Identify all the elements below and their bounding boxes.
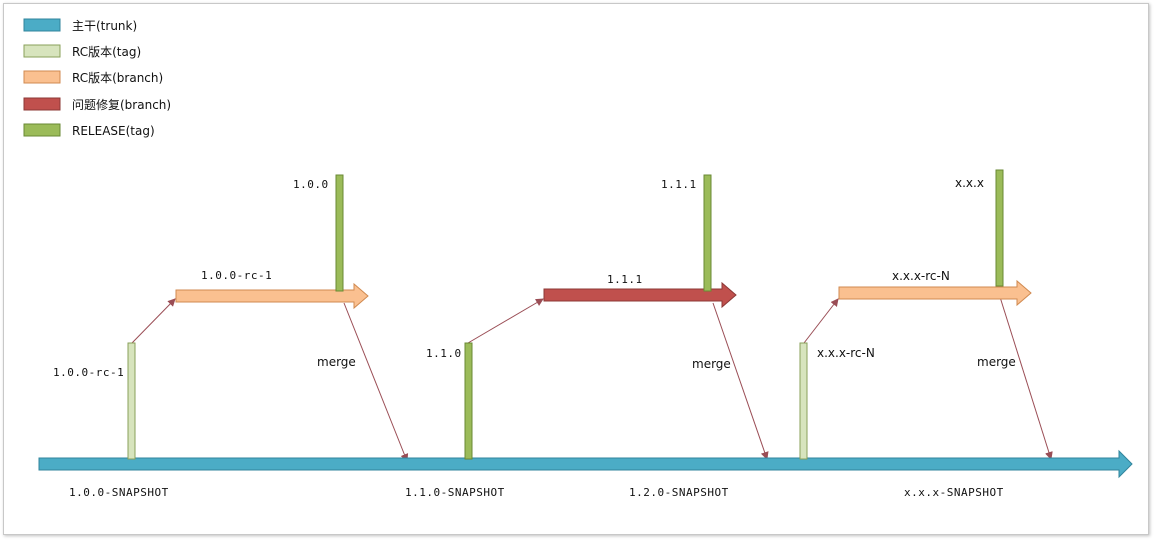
branch-label-1-1-1: 1.1.1 (607, 273, 643, 286)
release-tag-bar-x-x-x (995, 169, 1004, 287)
trunk-arrow (38, 449, 1133, 479)
merge-label-3: merge (977, 355, 1016, 369)
connector-rc1-to-branch1 (131, 298, 176, 344)
legend-label-rc-tag: RC版本(tag) (72, 45, 141, 59)
trunk-label-1-2-0-snapshot: 1.2.0-SNAPSHOT (629, 486, 729, 499)
tag-label-1-1-0: 1.1.0 (426, 347, 462, 360)
merge-label-1: merge (317, 355, 356, 369)
legend-swatch-trunk (23, 18, 61, 32)
branch-label-x-x-x-rc-n: x.x.x-rc-N (892, 269, 950, 283)
legend-swatch-fix-branch (23, 97, 61, 111)
connector-tag110-to-branch2 (467, 298, 544, 344)
merge-label-2: merge (692, 357, 731, 371)
release-tag-bar-1-0-0 (335, 174, 344, 292)
tag-label-1-0-0: 1.0.0 (293, 178, 329, 191)
branch-label-1-0-0-rc-1: 1.0.0-rc-1 (201, 269, 272, 282)
rc-tag-bar-x-x-x-rc-n (799, 342, 808, 460)
legend-swatch-rc-tag (23, 44, 61, 58)
legend: 主干(trunk) RC版本(tag) RC版本(branch) 问题修复(br… (23, 18, 171, 138)
branch-arrow-x-x-x-rc-n (838, 279, 1032, 307)
release-tag-bar-1-1-1 (703, 174, 712, 292)
merge-arrow-3 (999, 296, 1053, 460)
tag-label-1-0-0-rc-1: 1.0.0-rc-1 (53, 366, 124, 379)
release-tag-bar-1-1-0 (464, 342, 473, 460)
connectors (131, 296, 1053, 462)
tag-label-x-x-x: x.x.x (955, 176, 984, 190)
connector-rcN-to-branch3 (803, 298, 839, 344)
trunk-label-x-x-x-snapshot: x.x.x-SNAPSHOT (904, 486, 1004, 499)
trunk-label-1-0-0-snapshot: 1.0.0-SNAPSHOT (69, 486, 169, 499)
diagram-frame (3, 3, 1149, 535)
legend-label-trunk: 主干(trunk) (72, 19, 137, 33)
legend-label-rc-branch: RC版本(branch) (72, 71, 163, 85)
tag-label-1-1-1: 1.1.1 (661, 178, 697, 191)
legend-label-release-tag: RELEASE(tag) (72, 124, 155, 138)
merge-arrow-1 (343, 302, 409, 462)
legend-label-fix-branch: 问题修复(branch) (72, 97, 171, 112)
branch-arrow-1-1-1 (543, 281, 737, 309)
rc-tag-bar-1-0-0-rc-1 (127, 342, 136, 460)
merge-arrow-2 (712, 302, 769, 460)
legend-swatch-rc-branch (23, 70, 61, 84)
branch-arrow-1-0-0-rc-1 (175, 282, 369, 310)
tag-label-x-x-x-rc-n: x.x.x-rc-N (817, 346, 875, 360)
trunk-label-1-1-0-snapshot: 1.1.0-SNAPSHOT (405, 486, 505, 499)
legend-swatch-release-tag (23, 123, 61, 137)
